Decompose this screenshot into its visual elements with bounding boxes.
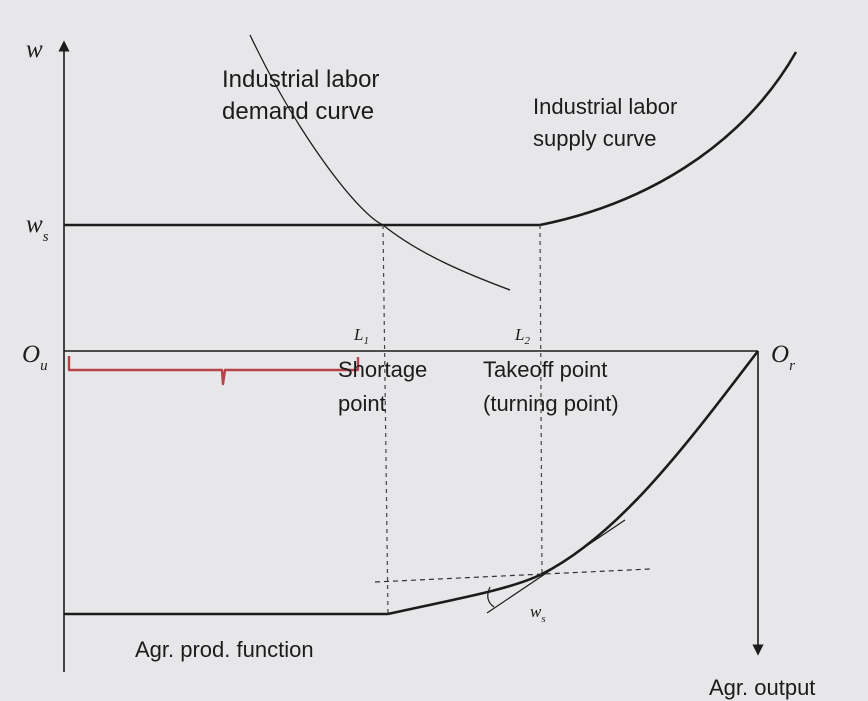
takeoff-point-label-line2: (turning point) [483,391,619,416]
ws-tangent-label: ws [530,602,546,625]
w-s-label: ws [26,211,49,245]
supply-curve-label-line1: Industrial labor [533,94,677,119]
origin-left-label: Ou [22,341,48,374]
L2-label: L2 [514,325,530,347]
takeoff-point-label-line1: Takeoff point [483,357,607,382]
L1-guide-line [382,224,389,615]
surplus-labor-brace [67,356,360,386]
industrial-labor-supply-curve [539,51,798,227]
tangent-line [486,519,626,614]
origin-right-label: Or [771,341,795,374]
demand-curve-label-line2: demand curve [222,98,374,125]
shortage-point-label-line2: point [338,391,386,416]
demand-curve-label-line1: Industrial labor [222,66,379,93]
agr-output-label: Agr. output [709,675,815,700]
wage-slope-dashed-line [374,568,651,583]
shortage-point-label-line1: Shortage [338,357,427,382]
w-axis-label: w [26,36,43,63]
supply-curve-label-line2: supply curve [533,126,657,151]
L2-guide-line [539,224,543,575]
L1-label: L1 [353,325,369,347]
angle-arc [487,586,495,608]
prod-function-label: Agr. prod. function [135,637,314,662]
industrial-labor-demand-curve [249,34,511,291]
